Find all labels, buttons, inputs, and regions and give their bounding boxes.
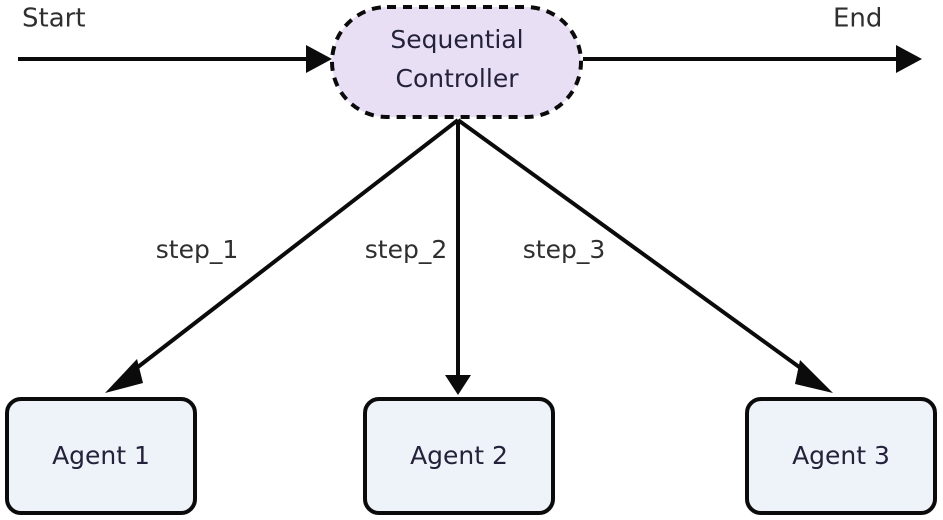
agent-3-label: Agent 3 — [792, 441, 890, 470]
edge-start-to-controller — [18, 45, 332, 73]
node-agent-1[interactable]: Agent 1 — [5, 397, 197, 515]
controller-shape[interactable] — [330, 5, 583, 119]
agent-3-shape[interactable] — [745, 397, 937, 515]
edge-step-3-line — [456, 118, 815, 379]
start-label: Start — [22, 4, 86, 34]
arrowhead-to-agent-1 — [105, 359, 143, 393]
edge-controller-to-agent-2 — [445, 120, 471, 395]
arrowhead-controller-to-end — [896, 45, 922, 73]
edge-step-1-line — [123, 118, 460, 379]
arrowhead-to-agent-3 — [795, 360, 833, 393]
edge-label-step-1: step_1 — [156, 235, 238, 264]
controller-label-line1: Sequential — [390, 25, 523, 54]
edge-label-step-3: step_3 — [523, 235, 605, 264]
node-sequential-controller[interactable]: Sequential Controller — [330, 5, 583, 119]
agent-1-label: Agent 1 — [52, 441, 150, 470]
edge-controller-to-agent-3 — [456, 118, 833, 393]
end-label: End — [833, 4, 882, 34]
agent-2-shape[interactable] — [363, 397, 555, 515]
edge-controller-to-end — [583, 45, 922, 73]
edge-controller-to-agent-1 — [105, 118, 460, 393]
arrowhead-to-agent-2 — [445, 375, 471, 395]
agent-2-label: Agent 2 — [410, 441, 508, 470]
edge-label-step-2: step_2 — [365, 235, 447, 264]
agent-1-shape[interactable] — [5, 397, 197, 515]
node-agent-2[interactable]: Agent 2 — [363, 397, 555, 515]
controller-label-line2: Controller — [396, 64, 520, 93]
arrowhead-start-to-controller — [306, 45, 332, 73]
node-agent-3[interactable]: Agent 3 — [745, 397, 937, 515]
